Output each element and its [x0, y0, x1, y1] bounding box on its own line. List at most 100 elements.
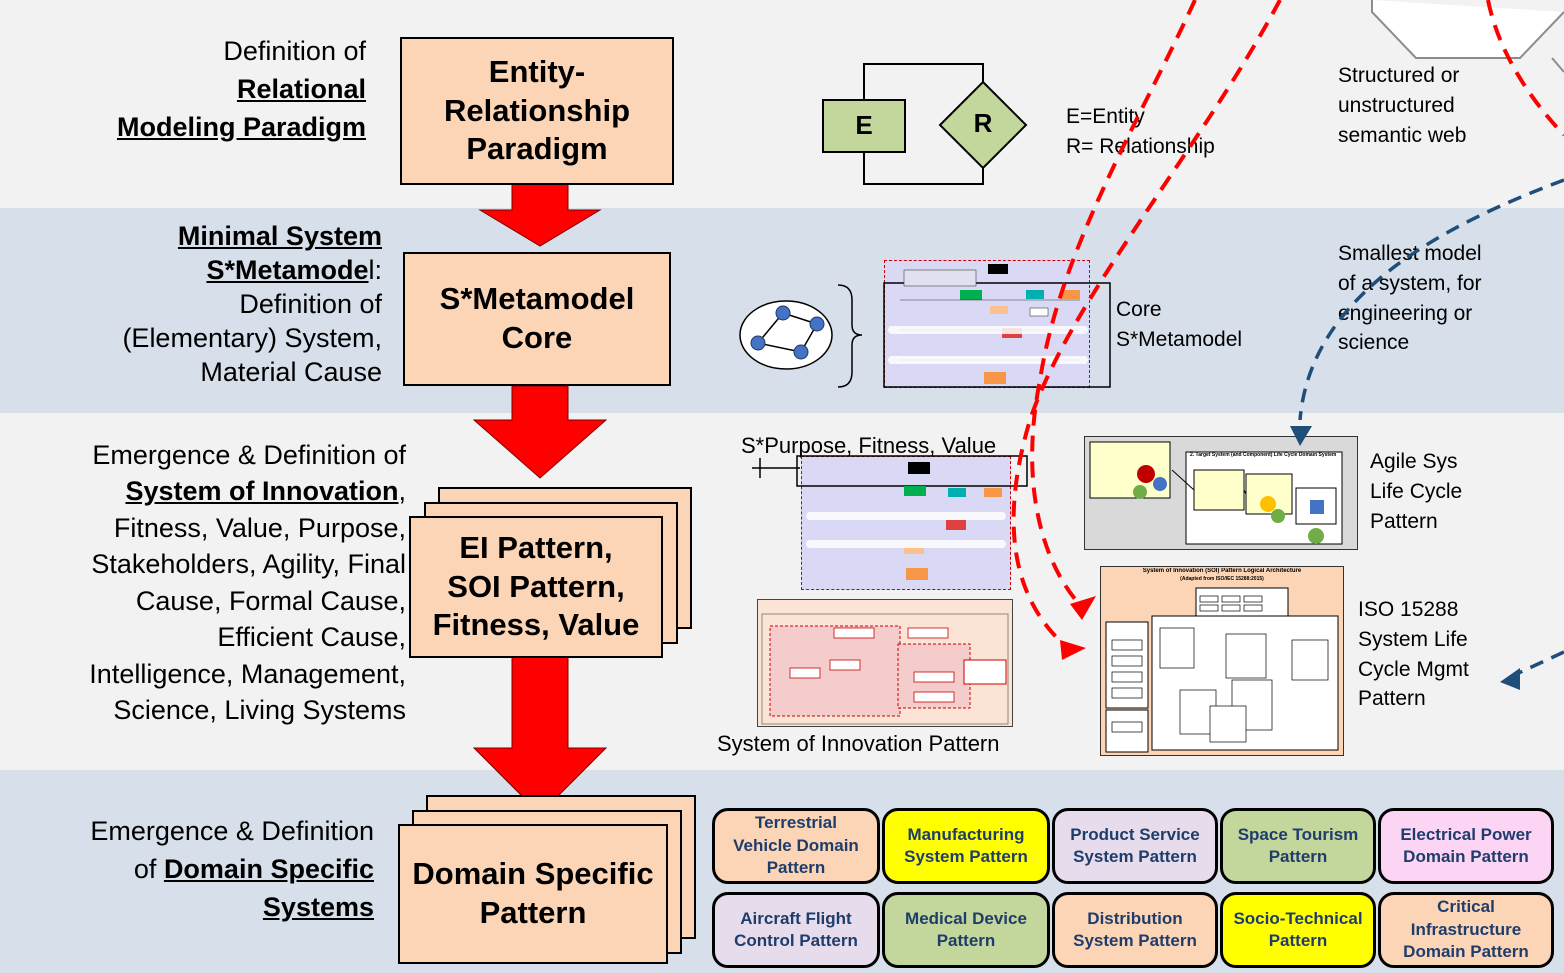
relationship-label: R — [973, 108, 993, 138]
text-line: Fitness, Value, Purpose, — [113, 512, 406, 543]
note-line: S*Metamodel — [1116, 327, 1243, 351]
row-metamodel-text: Minimal System S*Metamodel: Definition o… — [2, 219, 382, 389]
purpose-caption: S*Purpose, Fitness, Value — [741, 433, 997, 458]
text-line: Definition of — [239, 289, 382, 320]
domain-pattern-box: Domain Specific Pattern — [398, 824, 668, 964]
pill-line: Terrestrial — [755, 813, 837, 833]
pill-line: Manufacturing — [907, 824, 1025, 844]
text-line: Efficient Cause, — [217, 622, 406, 653]
row-domain-text: Emergence & Definition of Domain Specifi… — [4, 813, 374, 926]
box-line: Domain Specific — [412, 856, 654, 892]
agile-thumbnail-title: 2. Target System (and Component) Life Cy… — [1190, 452, 1337, 458]
pill-line: Pattern — [766, 858, 826, 878]
note-line: engineering or — [1338, 301, 1473, 325]
box-line: EI Pattern, — [459, 529, 613, 565]
text-line: Intelligence, Management, — [89, 658, 406, 689]
note-line: Core — [1116, 298, 1162, 321]
box-line: Pattern — [479, 895, 587, 930]
note-line: Agile Sys — [1370, 450, 1458, 473]
pill-line: Medical Device — [905, 908, 1027, 928]
iso-note: ISO 15288 System Life Cycle Mgmt Pattern — [1358, 595, 1469, 714]
ei-pattern-box: EI Pattern, SOI Pattern, Fitness, Value — [409, 516, 663, 658]
iso-thumbnail-title: System of Innovation (SOI) Pattern Logic… — [1142, 568, 1302, 574]
text-line: Definition of — [223, 36, 366, 66]
pill-line: System Pattern — [1073, 847, 1197, 866]
text-span: of — [133, 853, 164, 884]
pill-line: Infrastructure — [1410, 919, 1522, 939]
pill-line: System Pattern — [1073, 931, 1197, 950]
purpose-thumbnail — [801, 456, 1011, 590]
pill-line: Distribution — [1087, 908, 1183, 928]
note-line: Structured or — [1338, 64, 1460, 87]
text-line: Minimal System — [177, 221, 382, 251]
note-line: semantic web — [1338, 123, 1467, 147]
pill-line: System Pattern — [904, 847, 1028, 866]
iso-thumbnail — [1100, 566, 1344, 756]
band-relational — [0, 0, 1564, 208]
text-line: System of Innovation, — [0, 473, 406, 509]
note-line: System Life — [1358, 627, 1468, 651]
note-line: science — [1338, 331, 1410, 355]
box-line: S*Metamodel — [439, 281, 635, 317]
iso-thumbnail-subtitle: (Adapted from ISO/IEC 15288:2015) — [1180, 576, 1264, 582]
text-line: (Elementary) System, — [122, 323, 382, 354]
note-line: of a system, for — [1338, 271, 1482, 295]
box-line: Entity- — [488, 53, 586, 89]
text-span: S*Metamode — [206, 255, 369, 286]
pill-line: Electrical Power — [1400, 824, 1532, 844]
smallest-model-note: Smallest model of a system, for engineer… — [1338, 239, 1482, 358]
text-line: S*Metamodel: — [2, 253, 382, 287]
text-span: Domain Specific — [163, 853, 374, 884]
soi-thumbnail — [757, 599, 1013, 727]
core-metamodel-label: Core S*Metamodel — [1116, 295, 1242, 355]
text-line: Stakeholders, Agility, Final — [91, 549, 406, 580]
box-line: Relationship — [443, 92, 630, 128]
text-line: Science, Living Systems — [113, 695, 406, 726]
note-line: ISO 15288 — [1358, 598, 1459, 621]
pill-line: Product Service — [1070, 824, 1200, 844]
pill-line: Domain Pattern — [1403, 942, 1529, 962]
text-line: Relational — [236, 73, 366, 104]
note-line: R= Relationship — [1066, 134, 1215, 158]
note-line: Cycle Mgmt — [1358, 657, 1469, 681]
box-line: Core — [501, 320, 573, 355]
pill-line: Pattern — [1268, 847, 1328, 866]
entity-label: E — [855, 110, 873, 140]
text-span: l: — [368, 255, 383, 286]
pill-line: Domain Pattern — [1403, 847, 1529, 866]
pill-line: Pattern — [1268, 931, 1328, 950]
text-line: Cause, Formal Cause, — [135, 585, 406, 616]
core-metamodel-thumbnail — [884, 260, 1090, 388]
box-line: SOI Pattern, — [447, 568, 625, 604]
text-line: of Domain Specific — [4, 851, 374, 889]
text-span: System of Innovation — [125, 476, 399, 507]
note-line: Pattern — [1358, 687, 1426, 711]
row-relational-text: Definition of Relational Modeling Paradi… — [6, 33, 366, 146]
note-line: unstructured — [1338, 93, 1455, 117]
box-line: Fitness, Value — [432, 607, 640, 643]
pill-line: Control Pattern — [734, 931, 858, 950]
text-line: Material Cause — [200, 357, 382, 388]
row-innovation-text: Emergence & Definition of System of Inno… — [0, 437, 406, 729]
soi-caption: System of Innovation Pattern — [717, 731, 1000, 756]
text-span: , — [398, 476, 406, 507]
text-line: Modeling Paradigm — [116, 111, 366, 142]
box-line: Paradigm — [466, 131, 608, 167]
note-line: E=Entity — [1066, 105, 1145, 128]
text-line: Emergence & Definition of — [92, 440, 406, 470]
pill-line: Socio-Technical — [1233, 908, 1363, 928]
agile-note: Agile Sys Life Cycle Pattern — [1370, 447, 1462, 536]
note-line: Life Cycle — [1370, 479, 1463, 503]
pill-line: Critical — [1437, 897, 1495, 917]
pill-line: Vehicle Domain — [733, 835, 859, 855]
